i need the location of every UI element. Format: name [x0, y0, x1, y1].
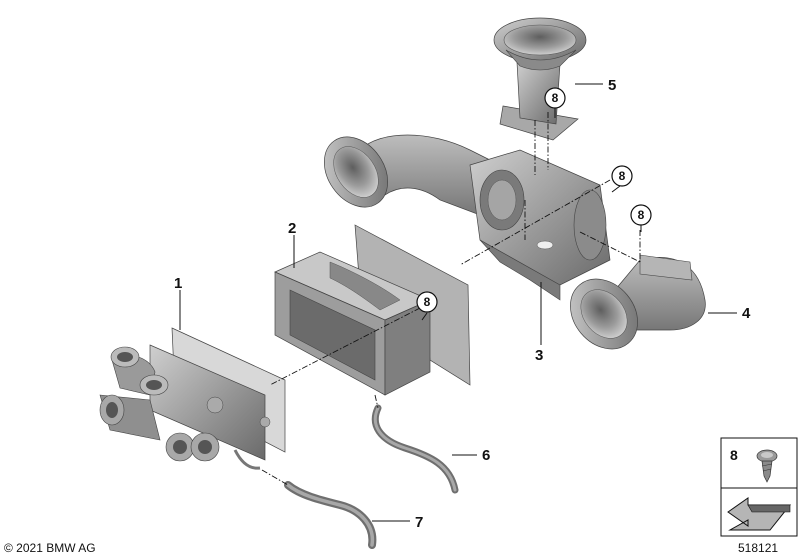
- svg-text:8: 8: [424, 295, 431, 309]
- svg-text:8: 8: [619, 169, 626, 183]
- diagram-id-text: 518121: [738, 541, 779, 555]
- callout-5: 5: [608, 77, 616, 94]
- leader-lines: [179, 83, 737, 522]
- circled-callout-8-left: 8: [416, 291, 438, 313]
- svg-text:6: 6: [482, 447, 490, 464]
- part-4-elbow-funnel: [570, 254, 706, 350]
- callout-1: 1: [174, 275, 182, 292]
- assembly-lines: [261, 112, 641, 486]
- svg-text:8: 8: [552, 91, 559, 105]
- circled-callout-8-top: 8: [544, 87, 566, 109]
- part-1-heater-unit: [99, 327, 286, 470]
- part-5-air-intake-funnel: [493, 17, 587, 141]
- svg-text:3: 3: [535, 347, 543, 364]
- part-6-hose: [371, 404, 459, 494]
- callout-4: 4: [742, 305, 751, 322]
- callout-6: 6: [482, 447, 490, 464]
- svg-text:1: 1: [174, 275, 182, 292]
- arrow-icon: [727, 497, 792, 531]
- circled-callout-8-right: 8: [630, 204, 652, 226]
- svg-text:2: 2: [288, 220, 296, 237]
- part-7-hose: [284, 481, 377, 549]
- svg-text:8: 8: [730, 447, 738, 463]
- screw-icon: [756, 449, 778, 483]
- callout-7: 7: [415, 514, 423, 531]
- copyright-text: © 2021 BMW AG: [4, 541, 96, 555]
- callout-2: 2: [288, 220, 296, 237]
- svg-text:7: 7: [415, 514, 423, 531]
- part-2-duct-housing: [274, 224, 471, 396]
- svg-text:5: 5: [608, 77, 616, 94]
- part-3-air-duct: [324, 134, 611, 301]
- legend-box: 8: [720, 437, 798, 537]
- callout-3: 3: [535, 347, 543, 364]
- svg-text:4: 4: [742, 305, 751, 322]
- svg-text:8: 8: [638, 208, 645, 222]
- circled-callout-8-mid: 8: [611, 165, 633, 187]
